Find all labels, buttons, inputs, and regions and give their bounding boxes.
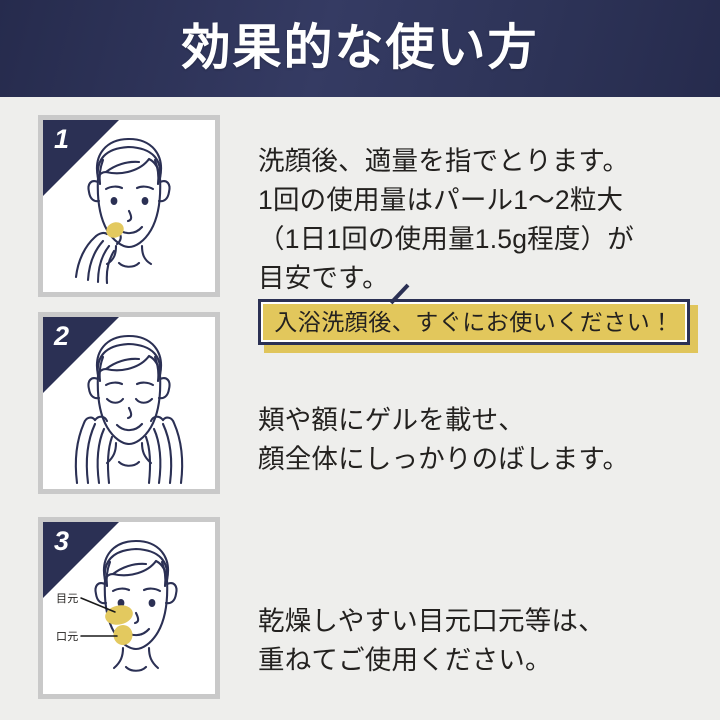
step-1-text-column: 洗顔後、適量を指でとります。 1回の使用量はパール1〜2粒大 （1日1回の使用量… — [258, 115, 706, 324]
step-2-text-column: 頬や額にゲルを載せ、 顔全体にしっかりのばします。 — [258, 374, 706, 505]
step-2-illustration-canvas — [43, 317, 215, 489]
step-1-illustration-frame: 1 — [38, 115, 220, 297]
page-title: 効果的な使い方 — [181, 21, 539, 75]
step-3-text-column: 乾燥しやすい目元口元等は、 重ねてご使用ください。 — [258, 575, 706, 706]
step-2-illustration-frame: 2 — [38, 312, 220, 494]
callout-box: 入浴洗顔後、すぐにお使いください！ — [258, 299, 690, 345]
steps-container: 1 洗顔後、適量を指でとります。 1回の使用量はパール1〜2粒大 （1日1回の使… — [0, 97, 720, 720]
step-3-illustration-frame: 目元 口元 3 — [38, 517, 220, 699]
face-gel-on-eye-and-mouth-areas-icon — [80, 539, 178, 672]
step-3-description: 乾燥しやすい目元口元等は、 重ねてご使用ください。 — [258, 605, 605, 675]
eye-area-label: 目元 — [56, 593, 79, 605]
step-item-3: 目元 口元 3 乾燥しやすい目元口元等は、 重ねてご使用ください。 — [0, 517, 720, 707]
face-applying-gel-with-fingers-icon — [74, 137, 171, 285]
callout-box-wrapper: 入浴洗顔後、すぐにお使いください！ — [258, 283, 698, 353]
step-item-1: 1 洗顔後、適量を指でとります。 1回の使用量はパール1〜2粒大 （1日1回の使… — [0, 115, 720, 353]
step-item-2: 2 頬や額にゲルを載せ、 顔全体にしっかりのばします。 — [0, 312, 720, 502]
step-2-description: 頬や額にゲルを載せ、 顔全体にしっかりのばします。 — [258, 404, 630, 474]
page-header: 効果的な使い方 — [0, 0, 720, 97]
step-1-illustration-canvas — [43, 120, 215, 292]
mouth-area-label: 口元 — [56, 631, 79, 643]
face-spreading-gel-both-hands-icon — [74, 334, 184, 485]
callout-pointer-icon — [389, 283, 410, 305]
step-3-illustration-canvas: 目元 口元 — [43, 522, 215, 694]
step-1-description: 洗顔後、適量を指でとります。 1回の使用量はパール1〜2粒大 （1日1回の使用量… — [258, 145, 634, 293]
callout-text: 入浴洗顔後、すぐにお使いください！ — [274, 308, 674, 335]
